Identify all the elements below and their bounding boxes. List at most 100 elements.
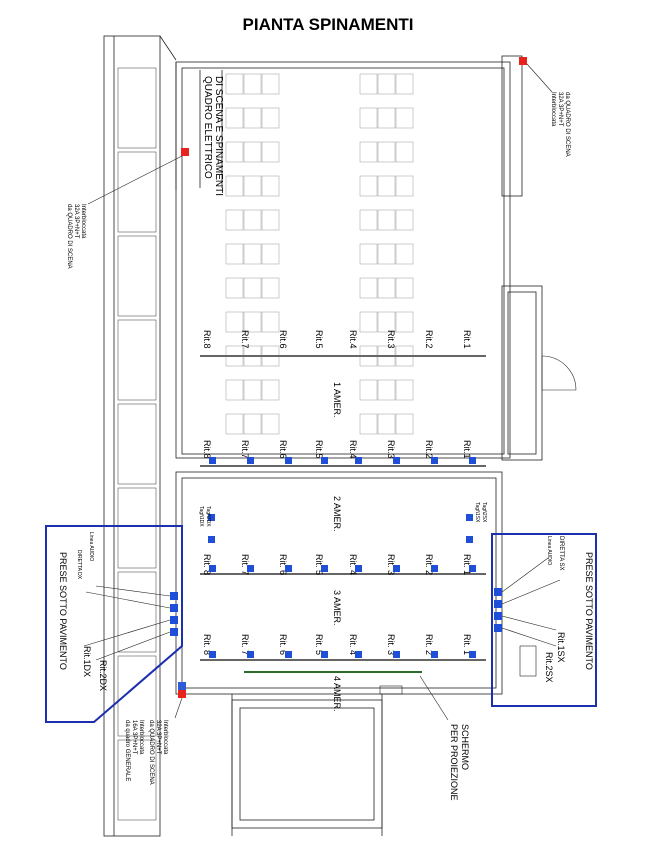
truss-outlet: [321, 565, 328, 572]
floor-right-linea-audio: Linea AUDIO: [546, 536, 552, 565]
screen-label-line2: PER PROIEZIONE: [449, 724, 459, 801]
interlock-left-line3: da QUADRO DI SCENA: [66, 204, 72, 269]
floor-right-rit2: Rit.2SX: [544, 652, 554, 683]
truss-label: Rit. 7: [240, 554, 250, 575]
truss-label: Rit. 3: [386, 554, 396, 575]
truss-outlet: [285, 457, 292, 464]
floor-outlets-right-panel: PRESE SOTTO PAVIMENTO Linea AUDIO DIRETT…: [491, 533, 597, 707]
interlock-bottom-b-line1: Interbloccata: [138, 720, 144, 755]
truss-label: Rit.8: [202, 330, 212, 349]
floor-right-diretta: DIRETTA SX: [558, 536, 564, 571]
floor-left-title: PRESE SOTTO PAVIMENTO: [58, 552, 68, 670]
truss-outlet: [247, 457, 254, 464]
truss-outlet: [285, 565, 292, 572]
amer-label-4: 4 AMER.: [332, 676, 342, 712]
truss-label: Rit. 2: [424, 554, 434, 575]
truss-label: Rit.7: [240, 330, 250, 349]
tag-right-1: Tagñ1SX: [474, 502, 480, 523]
truss-label: Rit. 4: [348, 634, 358, 655]
truss-outlet: [355, 565, 362, 572]
floor-left-outlet-3: [170, 616, 178, 624]
truss-label: Rit. 6: [278, 634, 288, 655]
truss-label: Rit.6: [278, 330, 288, 349]
outlet-tag-sx-2: [466, 536, 473, 543]
stage-panel-title-line1: QUADRO ELETTRICO: [202, 76, 213, 179]
building-walls: [103, 35, 543, 837]
interlock-bottom-a-line1: Interbloccata: [162, 720, 168, 755]
truss-label: Rit. 8: [202, 634, 212, 655]
truss-outlet: [285, 651, 292, 658]
truss-outlet: [247, 651, 254, 658]
stage-panel-label: QUADRO ELETTRICO DI SCENA E SPINAMENTI: [199, 70, 224, 196]
truss-label: Rit.7: [240, 440, 250, 459]
floor-right-outlet-2: [494, 600, 502, 608]
truss-label: Rit.4: [348, 330, 358, 349]
truss-outlet: [321, 651, 328, 658]
interlock-bottom-b-line3: da quadro GENERALE: [124, 720, 130, 781]
floor-right-outlet-1: [494, 588, 502, 596]
truss-label: Rit.1: [462, 440, 472, 459]
truss-outlet: [431, 457, 438, 464]
interlock-top-right-line3: da QUADRO DI SCENA: [564, 92, 570, 157]
amer-label-2: 2 AMER.: [332, 496, 342, 532]
floor-right-outlet-3: [494, 612, 502, 620]
truss-outlet: [393, 651, 400, 658]
interlock-bottom-a-line2: 32A 3P+N+T: [155, 720, 161, 755]
interlock-bottom-b-line2: 16A 3P+N+T: [131, 720, 137, 755]
floor-left-outlet-1: [170, 592, 178, 600]
floor-right-title: PRESE SOTTO PAVIMENTO: [584, 552, 594, 670]
tag-left-1: Tagñ1DX: [198, 506, 204, 527]
truss-outlet: [209, 651, 216, 658]
truss-outlet: [393, 565, 400, 572]
floor-right-rit1: Rit.1SX: [556, 632, 566, 663]
stage-panel-title-line2: DI SCENA E SPINAMENTI: [213, 76, 224, 196]
truss-label: Rit. 6: [278, 554, 288, 575]
truss-label: Rit.3: [386, 330, 396, 349]
truss-label: Rit.5: [314, 440, 324, 459]
truss-label: Rit.8: [202, 440, 212, 459]
screen-housing: [379, 685, 403, 695]
screen-label-line1: SCHERMO: [460, 724, 470, 770]
truss-label: Rit.4: [348, 440, 358, 459]
interlock-outlet-bottom-red: [178, 690, 186, 698]
floor-panel-left-outline: [45, 525, 183, 723]
door-swing: [541, 355, 577, 391]
truss-label: Rit.3: [386, 440, 396, 459]
interlock-bottom-a-line3: da QUADRO DI SCENA: [148, 720, 154, 785]
truss-outlet: [355, 457, 362, 464]
floor-left-rit2: Rit.2DX: [98, 660, 108, 691]
interlock-top-right-line1: Interbloccata: [550, 92, 556, 127]
truss-outlet: [247, 565, 254, 572]
truss-label: Rit. 5: [314, 634, 324, 655]
floor-left-outlet-2: [170, 604, 178, 612]
floor-outlets-left-panel: PRESE SOTTO PAVIMENTO Linea AUDIO DIRETT…: [45, 525, 183, 723]
truss-label: Rit. 8: [202, 554, 212, 575]
interlock-left-line2: 32A 3P+N+T: [73, 204, 79, 239]
truss-label: Rit. 3: [386, 634, 396, 655]
truss-outlet: [469, 651, 476, 658]
amer-label-3: 3 AMER.: [332, 590, 342, 626]
truss-label: Rit. 5: [314, 554, 324, 575]
interlock-outlet-bottom-blue: [178, 682, 186, 690]
floor-right-outlet-4: [494, 624, 502, 632]
interlock-outlet-left: [181, 148, 189, 156]
truss-label: Rit.1: [462, 330, 472, 349]
truss-outlet: [393, 457, 400, 464]
truss-label: Rit.2: [424, 330, 434, 349]
truss-outlet: [209, 565, 216, 572]
interlock-outlet-top-right: [519, 57, 527, 65]
interlock-top-right-line2: 32A 3P+N+T: [557, 92, 563, 127]
truss-outlet: [431, 651, 438, 658]
truss-label: Rit.5: [314, 330, 324, 349]
exterior-bays: [117, 67, 157, 821]
truss-outlet: [321, 457, 328, 464]
truss-label: Rit. 7: [240, 634, 250, 655]
interlock-left-line1: Interbloccata: [80, 204, 86, 239]
truss-label: Rit.6: [278, 440, 288, 459]
truss-outlet: [431, 565, 438, 572]
outlet-tag-dx-2: [208, 536, 215, 543]
truss-label: Rit. 1: [462, 554, 472, 575]
truss-outlet: [469, 565, 476, 572]
amer-label-1: 1 AMER.: [332, 382, 342, 418]
